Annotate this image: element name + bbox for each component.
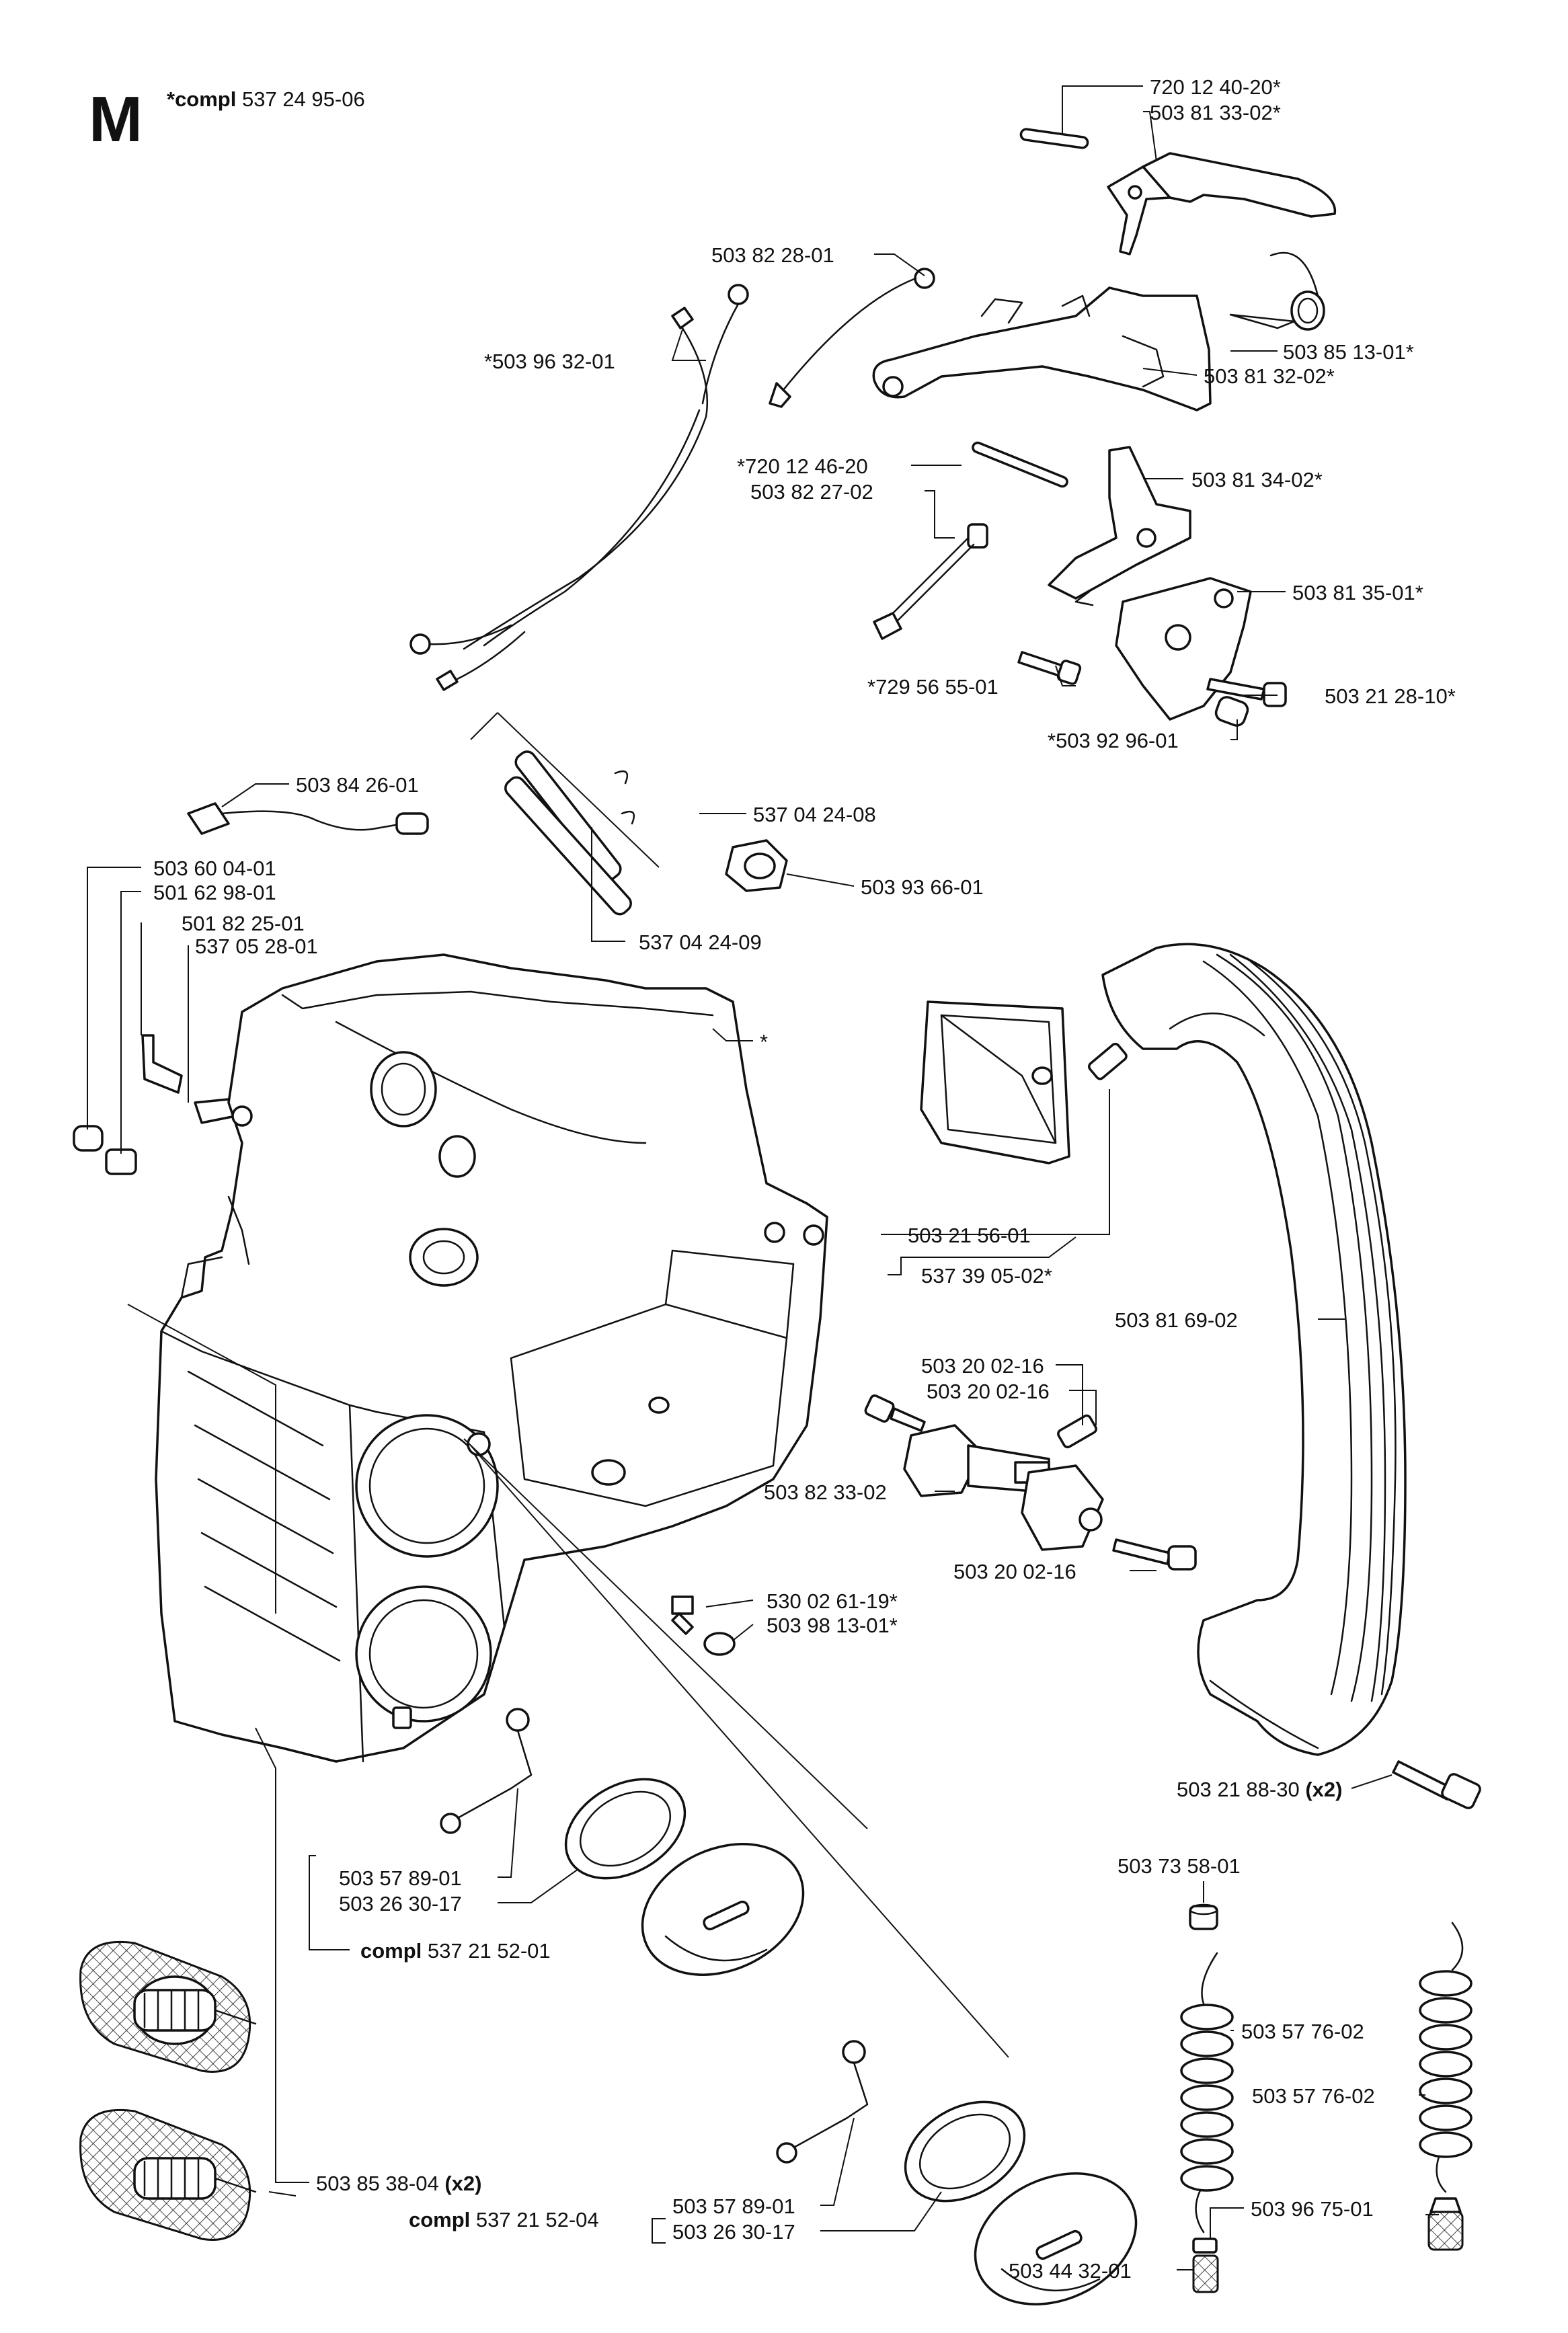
elbow-501-82-25-01 bbox=[141, 1034, 183, 1094]
label-503-81-34-02: 503 81 34-02* bbox=[1191, 468, 1323, 491]
label-537-39-05-02: 537 39 05-02* bbox=[921, 1264, 1052, 1288]
rubber-mount-2 bbox=[79, 2108, 257, 2241]
valve-503-93-66-01 bbox=[725, 839, 788, 892]
label-503-82-28-01: 503 82 28-01 bbox=[711, 243, 834, 267]
label-503-84-26-01: 503 84 26-01 bbox=[296, 773, 419, 797]
tubes-537-04-24 bbox=[504, 750, 635, 916]
fuel-tank-housing bbox=[155, 953, 828, 1763]
av-element-503-82-33-02 bbox=[864, 1394, 1197, 1571]
label-503-96-75-01: 503 96 75-01 bbox=[1251, 2197, 1374, 2221]
label-503-60-04-01: 503 60 04-01 bbox=[153, 857, 276, 880]
buffer-503-92-96-01 bbox=[1214, 696, 1249, 727]
label-503-57-76-02-a: 503 57 76-02 bbox=[1241, 2020, 1364, 2043]
fuel-cap-assembly-2 bbox=[776, 2040, 1138, 2305]
fuel-hose-503-57-76-02-a bbox=[1180, 1952, 1234, 2254]
label-503-57-76-02-b: 503 57 76-02 bbox=[1252, 2084, 1375, 2108]
leader-lines bbox=[87, 85, 1439, 2270]
label-501-62-98-01: 501 62 98-01 bbox=[153, 881, 276, 904]
label-729-56-55-01: *729 56 55-01 bbox=[867, 675, 998, 699]
choke-lever-503-81-34-02 bbox=[1048, 446, 1191, 606]
label-530-02-61-19: 530 02 61-19* bbox=[767, 1589, 898, 1613]
label-503-82-27-02: 503 82 27-02 bbox=[750, 480, 873, 504]
label-503-93-66-01: 503 93 66-01 bbox=[861, 875, 984, 899]
rubber-mount-1 bbox=[79, 1940, 257, 2073]
filter-503-98-13-01 bbox=[703, 1632, 736, 1656]
screw-530-02-61-19 bbox=[671, 1595, 694, 1635]
label-503-98-13-01: 503 98 13-01* bbox=[767, 1614, 898, 1637]
label-503-20-02-16-c: 503 20 02-16 bbox=[953, 1560, 1076, 1583]
label-compl-537-21-52-01: compl 537 21 52-01 bbox=[360, 1939, 551, 1963]
label-503-57-89-01-b: 503 57 89-01 bbox=[672, 2194, 795, 2218]
fuel-cap-assembly-1 bbox=[440, 1708, 805, 1976]
section-letter: M bbox=[89, 83, 143, 155]
wire-harness-503-96-32-01 bbox=[409, 284, 749, 691]
label-503-26-30-17-b: 503 26 30-17 bbox=[672, 2220, 795, 2244]
cap-503-60-04-01 bbox=[73, 1125, 104, 1152]
intake-boot-503-21-56-01 bbox=[920, 1000, 1128, 1164]
label-720-12-40-20: 720 12 40-20* bbox=[1150, 75, 1281, 99]
choke-rod-503-82-27-02 bbox=[873, 523, 988, 640]
throttle-rod-503-82-28-01 bbox=[769, 268, 935, 408]
throttle-lockout-503-81-33-02 bbox=[1107, 152, 1337, 255]
label-537-04-24-09: 537 04 24-09 bbox=[639, 931, 762, 954]
label-503-21-56-01: 503 21 56-01 bbox=[908, 1224, 1031, 1247]
label-503-85-38-04: 503 85 38-04 (x2) bbox=[316, 2172, 481, 2195]
pin-720-12-46-20 bbox=[972, 441, 1068, 488]
label-503-81-32-02: 503 81 32-02* bbox=[1204, 364, 1335, 388]
label-503-96-32-01: *503 96 32-01 bbox=[484, 350, 615, 373]
label-720-12-46-20: *720 12 46-20 bbox=[737, 454, 868, 478]
assembly-number: *compl 537 24 95-06 bbox=[167, 87, 365, 111]
fuel-filter-503-96-75-01 bbox=[1427, 2197, 1464, 2251]
grommet-503-73-58-01 bbox=[1189, 1903, 1218, 1930]
label-503-73-58-01: 503 73 58-01 bbox=[1118, 1854, 1241, 1878]
fuel-filter-503-44-32-01 bbox=[1192, 2254, 1219, 2293]
switch-wire-503-84-26-01 bbox=[187, 802, 429, 835]
bolt-503-21-88-30 bbox=[1392, 1760, 1481, 1809]
label-asterisk: * bbox=[760, 1030, 768, 1054]
label-503-57-89-01-a: 503 57 89-01 bbox=[339, 1866, 462, 1890]
label-503-21-28-10: 503 21 28-10* bbox=[1325, 684, 1456, 708]
label-503-82-33-02: 503 82 33-02 bbox=[764, 1480, 887, 1504]
label-compl-537-21-52-04: compl 537 21 52-04 bbox=[409, 2208, 599, 2231]
label-503-85-13-01: 503 85 13-01* bbox=[1283, 340, 1414, 364]
label-503-81-69-02: 503 81 69-02 bbox=[1115, 1308, 1238, 1332]
screw-729-56-55-01 bbox=[1017, 651, 1082, 685]
part-labels: 720 12 40-20* 503 81 33-02* 503 82 28-01… bbox=[153, 75, 1456, 2283]
throttle-trigger-503-81-32-02 bbox=[872, 286, 1212, 411]
label-503-81-33-02: 503 81 33-02* bbox=[1150, 101, 1281, 124]
fuel-hose-503-57-76-02-b bbox=[1419, 1922, 1473, 2193]
label-503-44-32-01: 503 44 32-01 bbox=[1009, 2259, 1132, 2283]
spring-503-85-13-01 bbox=[1229, 251, 1325, 331]
pin-720-12-40-20 bbox=[1019, 128, 1089, 149]
label-503-21-88-30: 503 21 88-30 (x2) bbox=[1177, 1778, 1342, 1801]
label-501-82-25-01: 501 82 25-01 bbox=[182, 912, 305, 935]
front-handle-503-81-69-02 bbox=[1101, 943, 1407, 1756]
label-503-20-02-16-a: 503 20 02-16 bbox=[921, 1354, 1044, 1378]
label-537-05-28-01: 537 05 28-01 bbox=[195, 935, 318, 958]
label-503-92-96-01: *503 92 96-01 bbox=[1048, 729, 1179, 752]
label-503-26-30-17-a: 503 26 30-17 bbox=[339, 1892, 462, 1915]
label-503-81-35-01: 503 81 35-01* bbox=[1292, 581, 1423, 604]
label-503-20-02-16-b: 503 20 02-16 bbox=[927, 1380, 1050, 1403]
label-537-04-24-08: 537 04 24-08 bbox=[753, 803, 876, 826]
